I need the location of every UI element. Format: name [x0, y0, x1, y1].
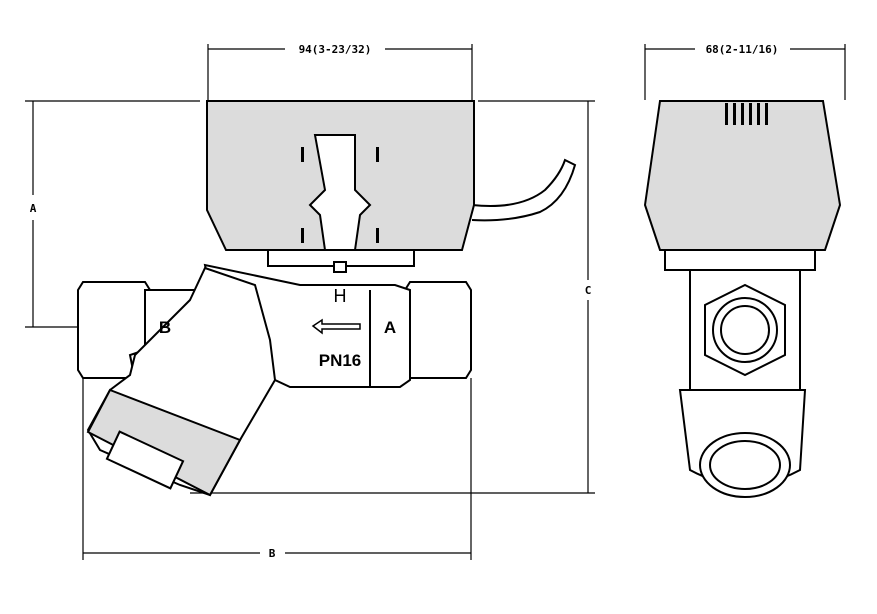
- side-view: [643, 100, 842, 498]
- strainer-plug: [105, 430, 185, 490]
- actuator-cable: [471, 158, 577, 222]
- dimension-b: B: [82, 378, 472, 560]
- dim-b-label: B: [269, 547, 276, 560]
- strainer-cap: [86, 388, 242, 497]
- port-b-label: B: [159, 318, 171, 337]
- dimension-a: A: [25, 100, 200, 328]
- housing-slots: [301, 147, 379, 243]
- vent-grille: [725, 103, 768, 125]
- stem-block: [333, 261, 347, 273]
- front-view: H B A PN16: [77, 100, 577, 497]
- flow-arrow-icon: [311, 318, 361, 335]
- strainer-cap-inner: [709, 440, 781, 490]
- port-bore-inner: [720, 305, 770, 355]
- actuator-side-housing: [643, 100, 842, 251]
- dim-a-label: A: [30, 202, 37, 215]
- dimension-c: C: [190, 100, 595, 494]
- port-a-nut: [404, 281, 472, 379]
- side-mount-plate: [664, 249, 816, 271]
- pressure-rating: PN16: [319, 351, 362, 370]
- dimension-top-front: 94(3-23/32): [207, 43, 473, 100]
- dim-94-label: 94(3-23/32): [299, 43, 372, 56]
- dim-68-label: 68(2-11/16): [706, 43, 779, 56]
- dim-c-label: C: [585, 284, 592, 297]
- dimension-top-side: 68(2-11/16): [644, 43, 846, 100]
- stem-letter: H: [334, 286, 347, 306]
- port-a-label: A: [384, 318, 396, 337]
